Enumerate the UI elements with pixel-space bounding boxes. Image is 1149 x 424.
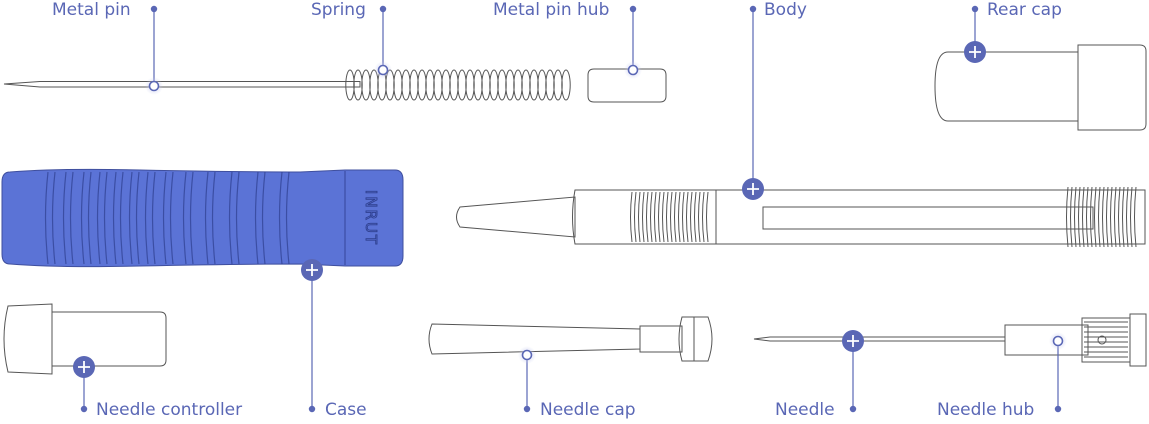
label-needle: Needle [775,400,835,420]
label-metal-pin-hub: Metal pin hub [493,0,610,20]
needle-part [753,336,1006,342]
label-metal-pin: Metal pin [52,0,131,20]
target-ring-icon [518,346,536,364]
plus-icon[interactable] [842,330,864,352]
label-needle-hub: Needle hub [937,400,1035,420]
needle-cap-part [428,316,713,362]
label-spring: Spring [311,0,366,20]
needle-hub-part [1004,313,1147,367]
metal-pin-hub-part [587,68,667,103]
needle-controller-part [3,303,167,375]
spring-part [345,69,571,101]
rear-cap-part [934,44,1147,131]
plus-icon[interactable] [301,259,323,281]
label-case: Case [325,400,367,420]
plus-icon[interactable] [964,41,986,63]
label-rear-cap: Rear cap [987,0,1062,20]
body-part [456,186,1146,248]
label-body: Body [764,0,807,20]
case-part: INRUT [1,168,404,268]
target-ring-icon [624,61,642,79]
plus-icon[interactable] [73,356,95,378]
target-ring-icon [1049,332,1067,350]
label-needle-controller: Needle controller [96,400,243,420]
case-logo-text: INRUT [362,190,380,246]
label-needle-cap: Needle cap [540,400,636,420]
plus-icon[interactable] [742,178,764,200]
target-ring-icon [145,77,163,95]
callout-lines [80,5,1062,413]
metal-pin-part [3,81,361,88]
target-ring-icon [374,61,392,79]
